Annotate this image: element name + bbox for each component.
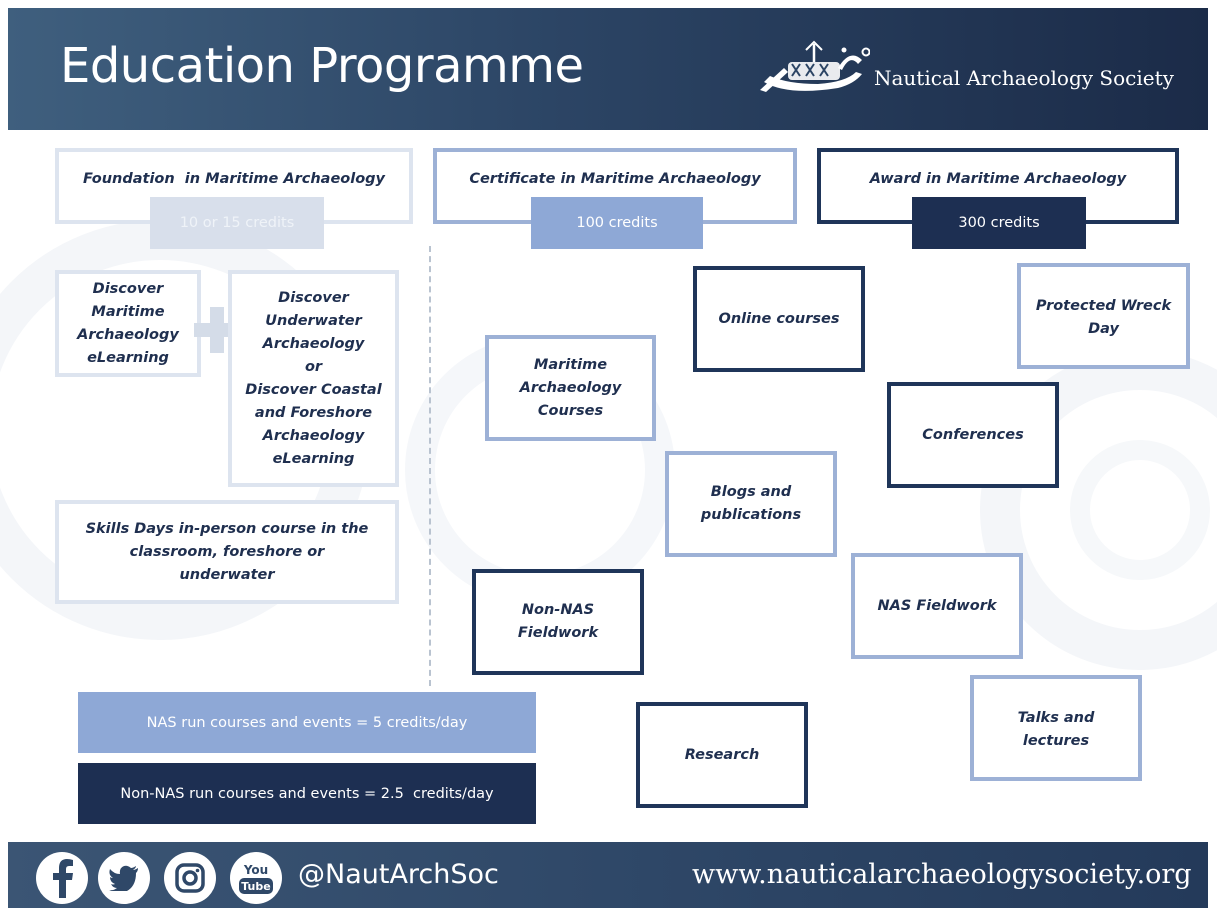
talks-lectures-label: Talks and lectures: [1017, 710, 1095, 749]
tier-award-credits: 300 credits: [912, 197, 1086, 249]
skills-days-box: Skills Days in-person course in the clas…: [55, 500, 399, 604]
header-banner: Education Programme Nautical Archaeology…: [8, 8, 1208, 130]
talks-lectures-box: Talks and lectures: [970, 675, 1142, 781]
social-handle[interactable]: @NautArchSoc: [298, 859, 499, 890]
research-label: Research: [684, 746, 760, 763]
protected-wreck-day-box: Protected Wreck Day: [1017, 263, 1190, 369]
elearning-line: eLearning: [272, 450, 355, 467]
elearning-line: Archaeology: [262, 427, 365, 444]
maritime-archaeology-courses-label: Maritime Archaeology Courses: [519, 356, 622, 419]
website-link[interactable]: www.nauticalarchaeologysociety.org: [692, 859, 1192, 890]
ship-logo-icon: [760, 40, 870, 92]
non-nas-fieldwork-box: Non-NAS Fieldwork: [472, 569, 644, 675]
section-divider: [429, 246, 431, 686]
discover-underwater-coastal-box: Discover Underwater Archaeology or Disco…: [228, 270, 399, 487]
research-box: Research: [636, 702, 808, 808]
youtube-tube-text: Tube: [241, 880, 270, 893]
youtube-you-text: You: [243, 863, 268, 877]
conferences-label: Conferences: [922, 426, 1024, 443]
facebook-glyph: [53, 859, 73, 898]
elearning-line: or: [304, 358, 323, 375]
elearning-line: Underwater: [265, 312, 362, 329]
protected-wreck-day-label: Protected Wreck Day: [1035, 298, 1172, 337]
nas-fieldwork-box: NAS Fieldwork: [851, 553, 1023, 659]
non-nas-fieldwork-label: Non-NAS Fieldwork: [517, 602, 599, 641]
tier-foundation-title: Foundation in Maritime Archaeology: [82, 171, 386, 187]
tier-certificate-title: Certificate in Maritime Archaeology: [469, 171, 761, 187]
tier-certificate-credits: 100 credits: [531, 197, 703, 249]
youtube-glyph: You Tube: [239, 863, 273, 894]
discover-maritime-elearning-box: Discover Maritime Archaeology eLearning: [55, 270, 201, 377]
tier-foundation-credits: 10 or 15 credits: [150, 197, 324, 249]
facebook-icon[interactable]: [36, 852, 88, 904]
online-courses-label: Online courses: [718, 310, 840, 327]
page-title: Education Programme: [60, 38, 584, 94]
instagram-glyph: [175, 863, 205, 893]
maritime-archaeology-courses-box: Maritime Archaeology Courses: [485, 335, 656, 441]
elearning-line: Discover Coastal: [245, 381, 382, 398]
footer-banner: You Tube @NautArchSoc www.nauticalarchae…: [8, 842, 1208, 908]
instagram-icon[interactable]: [164, 852, 216, 904]
elearning-line: and Foreshore: [254, 404, 373, 421]
youtube-icon[interactable]: You Tube: [230, 852, 282, 904]
discover-maritime-elearning-label: Discover Maritime Archaeology eLearning: [77, 280, 179, 366]
plus-icon-vertical: [210, 307, 224, 353]
blogs-publications-label: Blogs and publications: [700, 484, 802, 523]
non-nas-credit-rule-label: Non-NAS run courses and events = 2.5 cre…: [120, 785, 494, 802]
organisation-name: Nautical Archaeology Society: [874, 66, 1174, 90]
online-courses-box: Online courses: [693, 266, 865, 372]
nas-credit-rule-bar: NAS run courses and events = 5 credits/d…: [78, 692, 536, 753]
skills-days-label: Skills Days in-person course in the clas…: [85, 520, 369, 583]
twitter-glyph: [109, 865, 138, 891]
elearning-line: Discover: [278, 289, 349, 306]
elearning-line: Archaeology: [262, 335, 365, 352]
conferences-box: Conferences: [887, 382, 1059, 488]
non-nas-credit-rule-bar: Non-NAS run courses and events = 2.5 cre…: [78, 763, 536, 824]
nas-credit-rule-label: NAS run courses and events = 5 credits/d…: [146, 714, 468, 731]
tier-award-title: Award in Maritime Archaeology: [869, 171, 1127, 187]
nas-fieldwork-label: NAS Fieldwork: [877, 597, 997, 614]
twitter-icon[interactable]: [98, 852, 150, 904]
blogs-publications-box: Blogs and publications: [665, 451, 837, 557]
